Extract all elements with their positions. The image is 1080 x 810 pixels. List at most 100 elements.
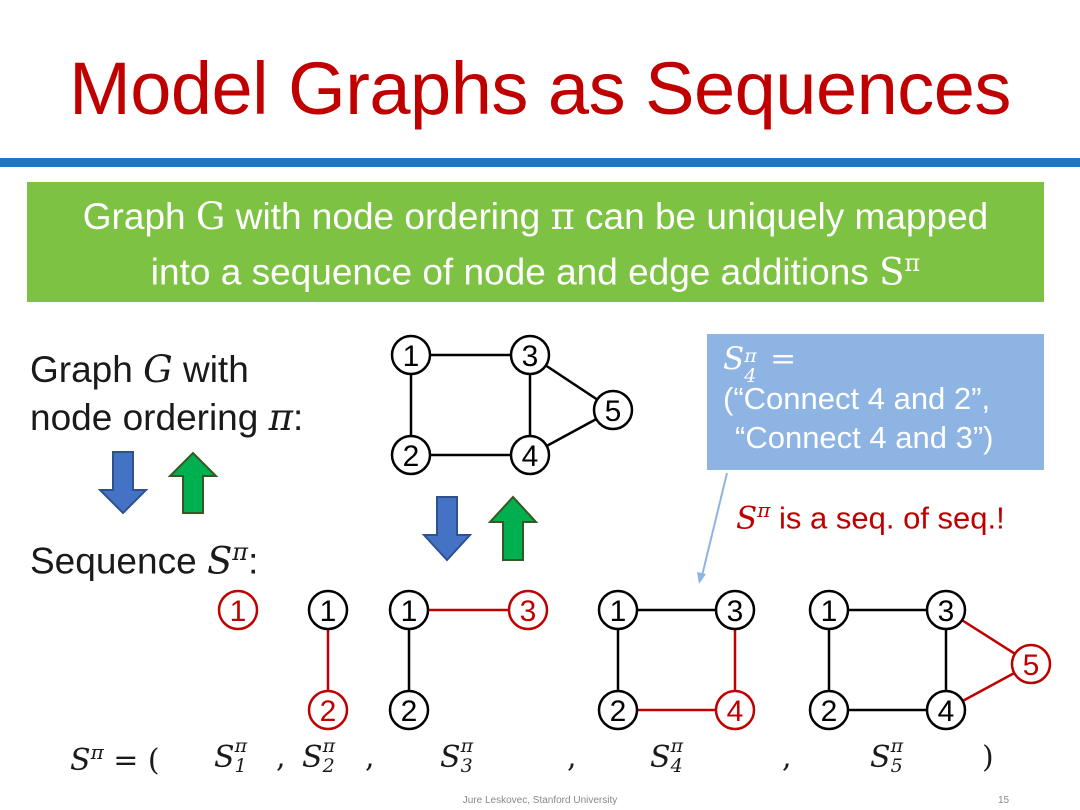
main-node-3: 3 [509,334,551,376]
node-circle [509,334,551,376]
node-label: 4 [522,440,539,473]
node-label: 5 [1023,649,1040,682]
node-circle [597,589,639,631]
item-superscript: π [890,735,904,757]
item-seq-symbol: S [440,740,461,775]
step5-node-5: 5 [1010,643,1052,685]
item-superscript: π [234,735,248,757]
node-label: 2 [821,695,838,728]
footer-credit: Jure Leskovec, Stanford University [462,795,618,806]
center-arrows [421,495,539,562]
left-arrows [97,451,219,515]
node-label: 4 [938,695,955,728]
graph-caption: Graph G with node ordering π: [30,346,303,442]
item-subscript: 3 [460,755,473,777]
step5-node-2: 2 [808,689,850,731]
callout-line-3: “Connect 4 and 3”) [735,420,994,455]
step2-node-2: 2 [307,689,349,731]
step5-node-1: 1 [808,589,850,631]
note-seq-symbol: S [736,500,758,537]
node-circle [714,589,756,631]
sequence-caption: Sequence Sπ: [30,528,258,585]
step1-node-1: 1 [217,589,259,631]
main-graph-edges [409,353,614,457]
node-circle [592,389,634,431]
caption-pi-symbol: π [268,396,293,439]
formula-close-paren: ) [982,740,994,775]
step3-node-3: 3 [507,589,549,631]
main-node-1: 1 [390,334,432,376]
node-circle [307,689,349,731]
item-seq-symbol: S [214,740,235,775]
node-circle [808,589,850,631]
formula-superscript: π [90,740,104,764]
callout-pointer [700,472,728,581]
node-circle [390,434,432,476]
arrow-up-icon [167,451,219,514]
node-label: 1 [821,595,838,628]
node-circle [1010,643,1052,685]
banner-seq-superscript: π [904,249,921,277]
main-node-5: 5 [592,389,634,431]
caption-text: : [292,397,304,438]
step-4-callout: S π 4 = (“Connect 4 and 2”, “Connect 4 a… [707,334,1044,470]
node-label: 2 [610,695,627,728]
note-text: is a seq. of seq.! [770,500,1005,536]
caption-text: Sequence [30,540,207,582]
node-circle [714,689,756,731]
node-label: 1 [230,595,247,628]
node-circle [388,689,430,731]
item-superscript: π [670,735,684,757]
node-label: 4 [727,695,744,728]
caption-text: Graph [30,349,144,390]
node-circle [390,334,432,376]
step3-node-2: 2 [388,689,430,731]
node-circle [217,589,259,631]
node-circle [509,434,551,476]
step3-node-1: 1 [388,589,430,631]
formula-equals-paren: = ( [103,743,160,778]
item-superscript: π [460,735,474,757]
node-label: 2 [401,695,418,728]
step4-node-2: 2 [597,689,639,731]
sequence-step-edges [326,608,1032,712]
page-number: 15 [998,795,1010,806]
banner-pi-symbol: π [550,195,575,238]
callout-pointer-head [697,572,706,584]
item-subscript: 4 [670,755,683,777]
node-label: 1 [610,595,627,628]
caption-text: node ordering [30,397,269,438]
caption-seq-superscript: π [232,538,249,566]
callout-equals: = [760,341,797,377]
banner-seq-symbol: S [879,250,905,294]
node-circle [925,689,967,731]
step4-node-1: 1 [597,589,639,631]
caption-text: : [248,540,259,582]
callout-seq-symbol: S [723,341,745,377]
node-circle [507,589,549,631]
node-circle [307,589,349,631]
banner-text: Graph [82,196,196,237]
item-subscript: 1 [234,755,247,777]
step2-node-1: 1 [307,589,349,631]
arrow-up-icon [487,495,539,561]
node-label: 1 [403,340,420,373]
node-circle [597,689,639,731]
formula-seq-symbol: S [70,743,91,778]
formula-comma: , [567,740,577,775]
node-label: 2 [320,695,337,728]
banner-line-2: into a sequence of node and edge additio… [27,240,1044,295]
arrow-down-icon [97,451,149,515]
node-circle [808,689,850,731]
item-subscript: 5 [890,755,903,777]
item-superscript: π [322,735,336,757]
step4-node-3: 3 [714,589,756,631]
item-seq-symbol: S [650,740,671,775]
seq-of-seq-note: Sπ is a seq. of seq.! [736,498,1005,536]
arrow-down-icon [421,496,473,562]
